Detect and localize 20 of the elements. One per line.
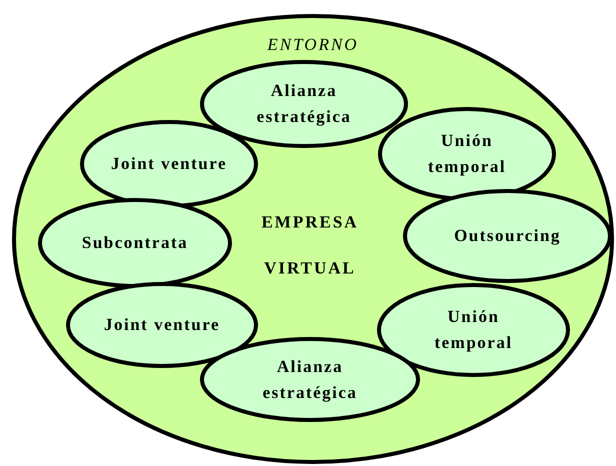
ellipse-node — [80, 120, 258, 208]
ellipse-node — [200, 337, 420, 422]
node-label: Unión temporal — [426, 130, 508, 178]
ellipse-node — [377, 283, 570, 377]
ellipse-node — [66, 282, 258, 368]
ellipse-node — [403, 189, 612, 283]
center-label: EMPRESA — [261, 211, 359, 234]
ellipse-node — [38, 198, 232, 288]
node-label: Alianza estratégica — [256, 80, 352, 128]
node-label: Alianza estratégica — [262, 356, 358, 404]
environment-ellipse — [12, 14, 614, 464]
node-label: Joint venture — [110, 153, 228, 175]
node-label: Joint venture — [103, 314, 221, 336]
node-label: Outsourcing — [453, 225, 562, 247]
region-title: ENTORNO — [267, 34, 359, 56]
center-label: VIRTUAL — [264, 257, 356, 280]
node-label: Unión temporal — [433, 306, 514, 354]
ellipse-node — [200, 60, 408, 148]
ellipse-node — [378, 107, 556, 201]
node-label: Subcontrata — [80, 232, 190, 254]
